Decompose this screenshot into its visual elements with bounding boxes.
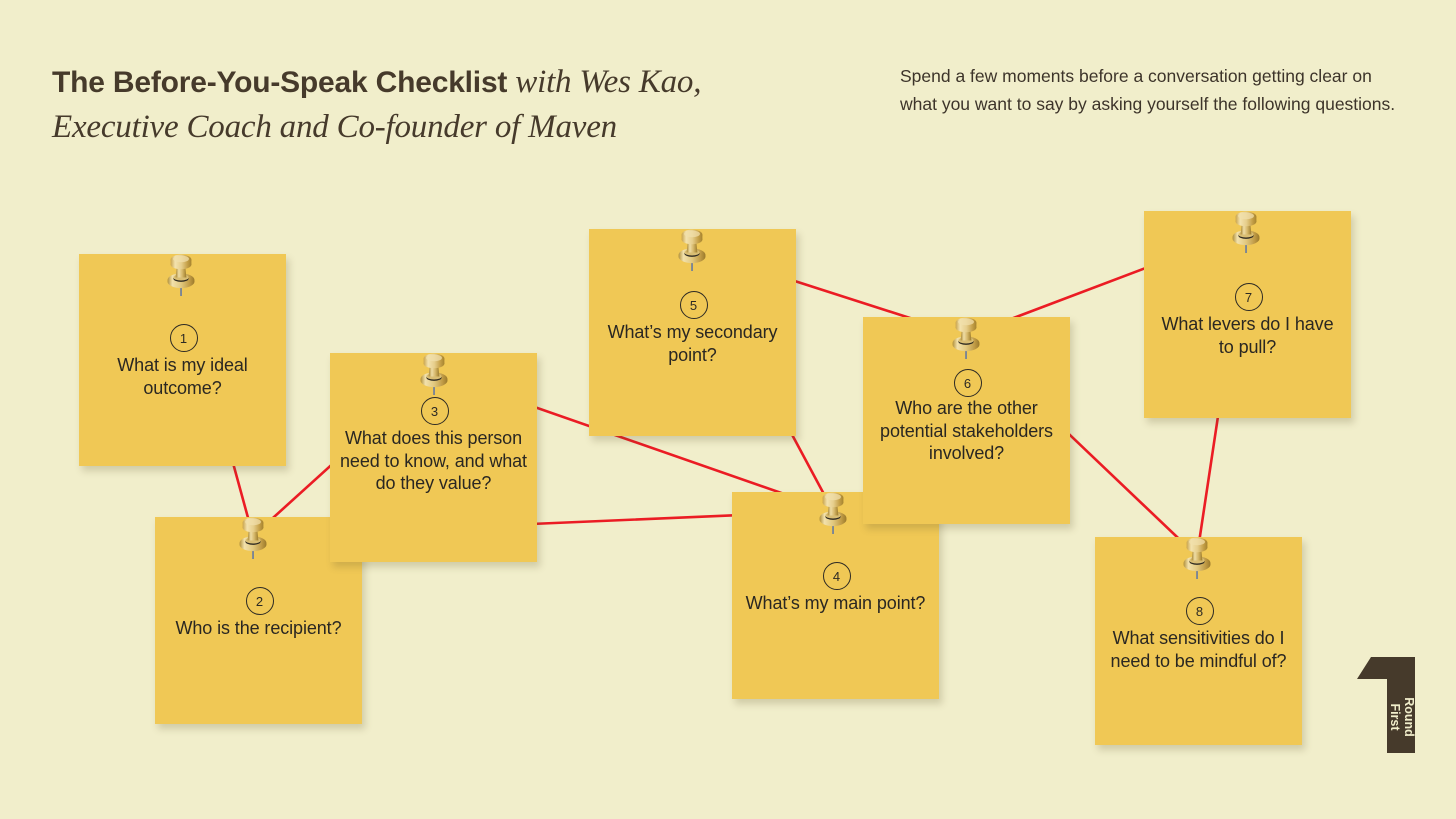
note-question-text: Who are the other potential stakeholders… <box>880 398 1053 463</box>
logo-text-round: Round <box>1402 697 1415 737</box>
note-question-text: What does this person need to know, and … <box>340 428 527 493</box>
note-number-badge: 2 <box>245 587 274 615</box>
note-number-badge: 1 <box>169 324 198 352</box>
logo-text-first: First <box>1388 703 1402 731</box>
title-bold-part: The Before-You-Speak Checklist <box>52 66 508 99</box>
note-number-badge: 4 <box>822 562 851 590</box>
note-number-badge: 3 <box>420 397 449 425</box>
note-number-badge: 7 <box>1234 283 1263 311</box>
note-question-text: What’s my main point? <box>745 593 926 613</box>
note-question-text: Who is the recipient? <box>175 618 342 638</box>
note-question-text: What sensitivities do I need to be mindf… <box>1110 628 1287 671</box>
note-question-text: What levers do I have to pull? <box>1161 314 1334 357</box>
note-question-text: What is my ideal outcome? <box>117 355 248 398</box>
note-question-text: What’s my secondary point? <box>607 322 778 365</box>
intro-paragraph: Spend a few moments before a conversatio… <box>900 66 1396 114</box>
title-italic-part-2: Executive Coach and Co-founder of Maven <box>52 109 617 145</box>
page-title: The Before-You-Speak Checklist with Wes … <box>52 60 852 149</box>
note-number-badge: 5 <box>679 291 708 319</box>
first-round-logo: First Round <box>1357 657 1415 753</box>
title-italic-part-1: with Wes Kao, <box>507 64 702 100</box>
note-number-badge: 6 <box>953 369 982 397</box>
note-number-badge: 8 <box>1185 597 1214 625</box>
